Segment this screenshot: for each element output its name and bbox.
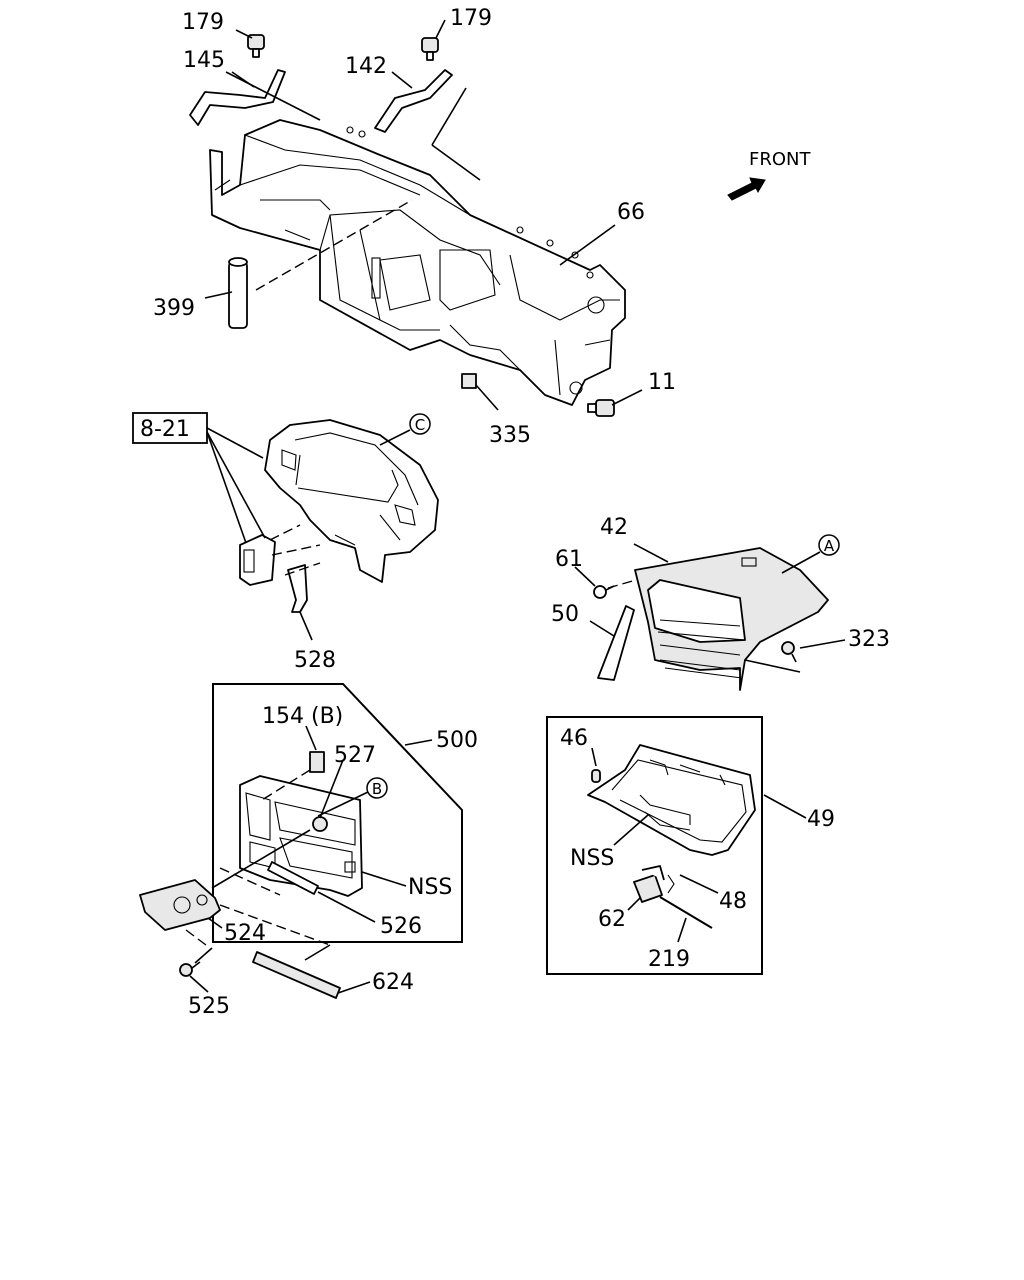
ref-box-8-21 <box>132 412 208 444</box>
strip-624 <box>252 951 341 999</box>
label-219: 219 <box>648 947 690 972</box>
ref-label-8-21: 8-21 <box>140 417 190 442</box>
bumper-46 <box>591 769 601 783</box>
label-526: 526 <box>380 914 422 939</box>
bolt-11 <box>587 399 615 417</box>
label-323: 323 <box>848 627 890 652</box>
glovebox-panel-42 <box>634 547 829 691</box>
bolt-179-right <box>421 37 439 61</box>
screw-323 <box>781 641 797 663</box>
seal-50 <box>597 605 635 681</box>
label-500: 500 <box>436 728 478 753</box>
cluster-panel <box>264 419 439 583</box>
strip-526 <box>267 861 319 895</box>
label-nss-left: NSS <box>408 875 452 900</box>
clip-154 <box>309 751 325 773</box>
label-528: 528 <box>294 648 336 673</box>
leader-lines-bottom-left <box>185 725 433 994</box>
bolt-179-left <box>247 34 265 58</box>
label-527: 527 <box>334 743 376 768</box>
bracket-142 <box>374 69 453 133</box>
switch-bracket <box>239 534 276 586</box>
nut-527 <box>312 816 328 832</box>
bracket-528 <box>287 564 308 613</box>
marker-a-label: A <box>824 537 835 555</box>
label-524: 524 <box>224 921 266 946</box>
label-50: 50 <box>551 602 579 627</box>
front-label: FRONT <box>749 149 811 170</box>
marker-c-label: C <box>415 416 425 434</box>
bracket-145 <box>189 69 286 126</box>
clip-335 <box>461 373 477 389</box>
leader-lines-mid-right <box>574 543 846 673</box>
label-154: 154 (B) <box>262 704 343 729</box>
marker-b-label: B <box>372 780 382 798</box>
glovebox-lid <box>587 744 756 856</box>
label-145: 145 <box>183 48 225 73</box>
label-42: 42 <box>600 515 628 540</box>
marker-c <box>409 413 431 435</box>
leader-lines-top <box>204 19 643 411</box>
label-49: 49 <box>807 807 835 832</box>
marker-b <box>366 777 388 799</box>
label-62: 62 <box>598 907 626 932</box>
rod-219 <box>659 896 713 929</box>
spring-48 <box>667 874 675 894</box>
label-525: 525 <box>188 994 230 1019</box>
dashboard-frame <box>209 119 626 406</box>
bracket-524 <box>139 879 221 931</box>
label-179-left: 179 <box>182 10 224 35</box>
label-11: 11 <box>648 370 676 395</box>
front-arrow-icon <box>727 177 766 201</box>
label-624: 624 <box>372 970 414 995</box>
label-48: 48 <box>719 889 747 914</box>
leader-lines-bottom-right <box>591 747 807 943</box>
label-179-right: 179 <box>450 6 492 31</box>
tube-399 <box>228 257 248 329</box>
label-46: 46 <box>560 726 588 751</box>
label-66: 66 <box>617 200 645 225</box>
label-142: 142 <box>345 54 387 79</box>
label-61: 61 <box>555 547 583 572</box>
label-nss-right: NSS <box>570 846 614 871</box>
latch-62 <box>633 865 665 903</box>
box-49 <box>546 716 763 975</box>
screw-525 <box>179 961 201 977</box>
label-399: 399 <box>153 296 195 321</box>
label-335: 335 <box>489 423 531 448</box>
marker-a <box>818 534 840 556</box>
leader-lines-mid-left <box>206 427 411 641</box>
